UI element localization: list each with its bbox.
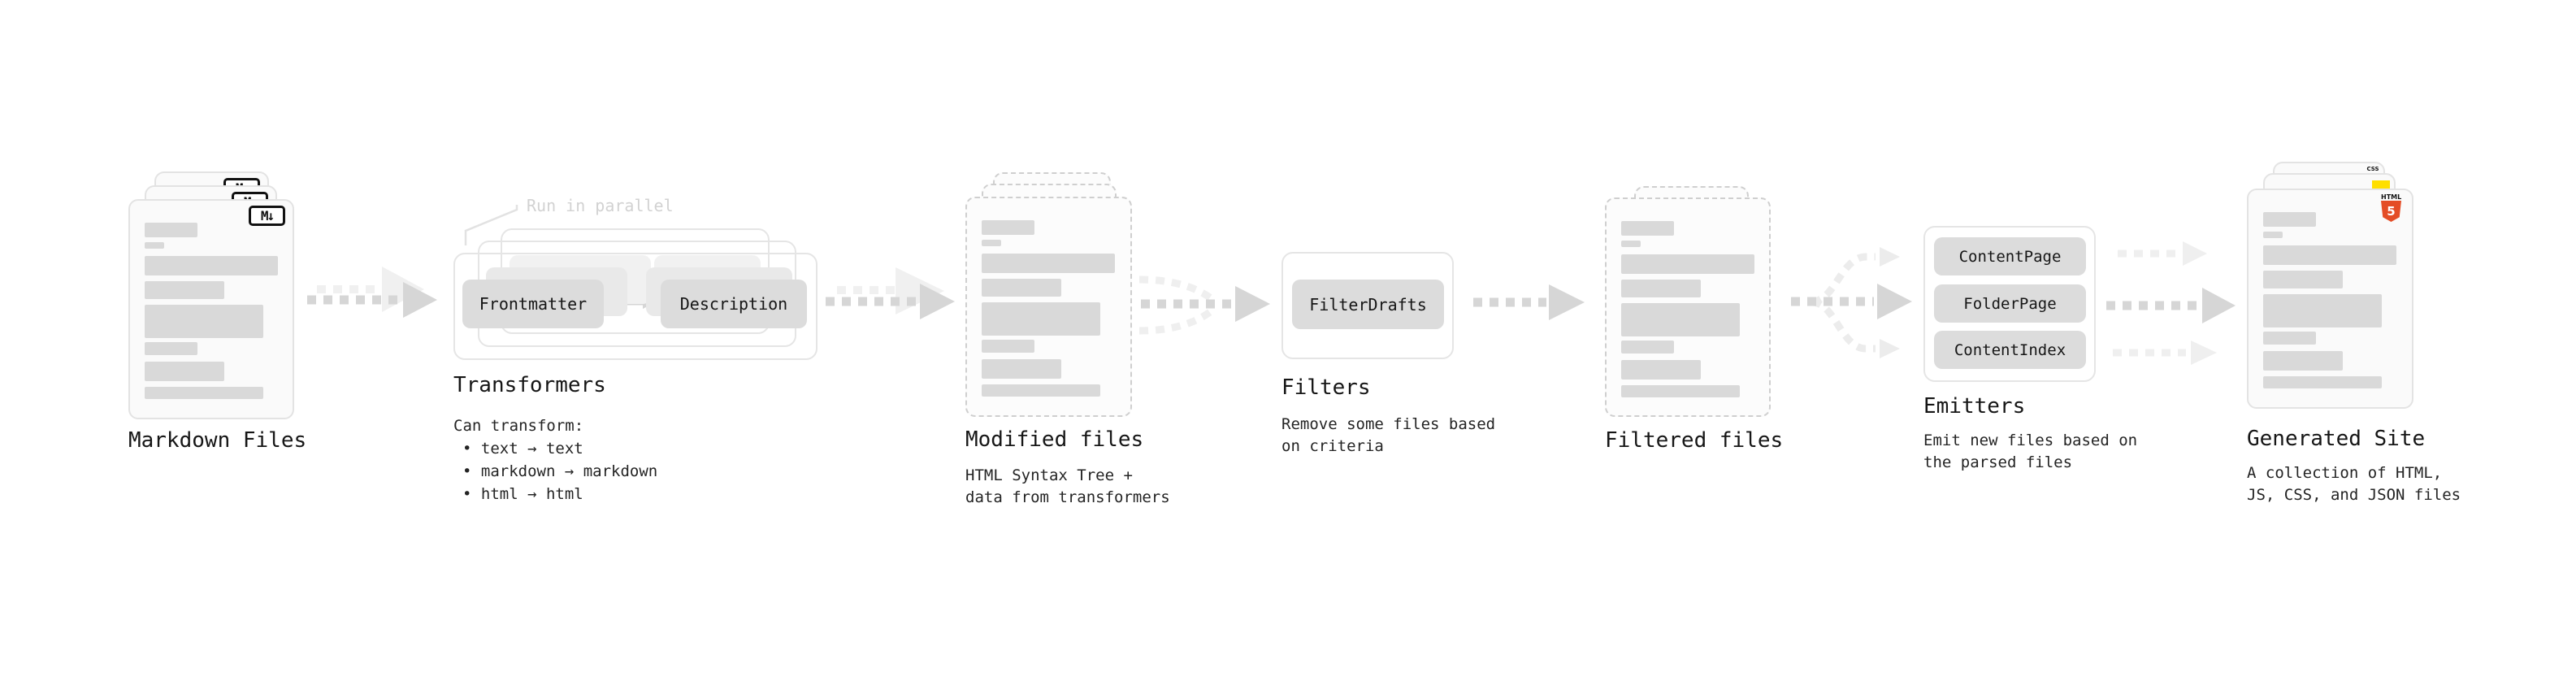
run-in-parallel-leader-line: [464, 205, 518, 245]
arrow-modified-to-filters: [1138, 275, 1270, 335]
arrow-transformers-to-modified: [826, 267, 955, 319]
transformer-inner-arrows: [612, 275, 653, 309]
arrow-markdown-to-transformers: [307, 267, 437, 318]
arrow-filters-to-filtered: [1473, 284, 1585, 320]
arrow-emitters-to-generated: [2106, 241, 2236, 365]
arrow-filtered-to-emitters: [1791, 247, 1912, 358]
